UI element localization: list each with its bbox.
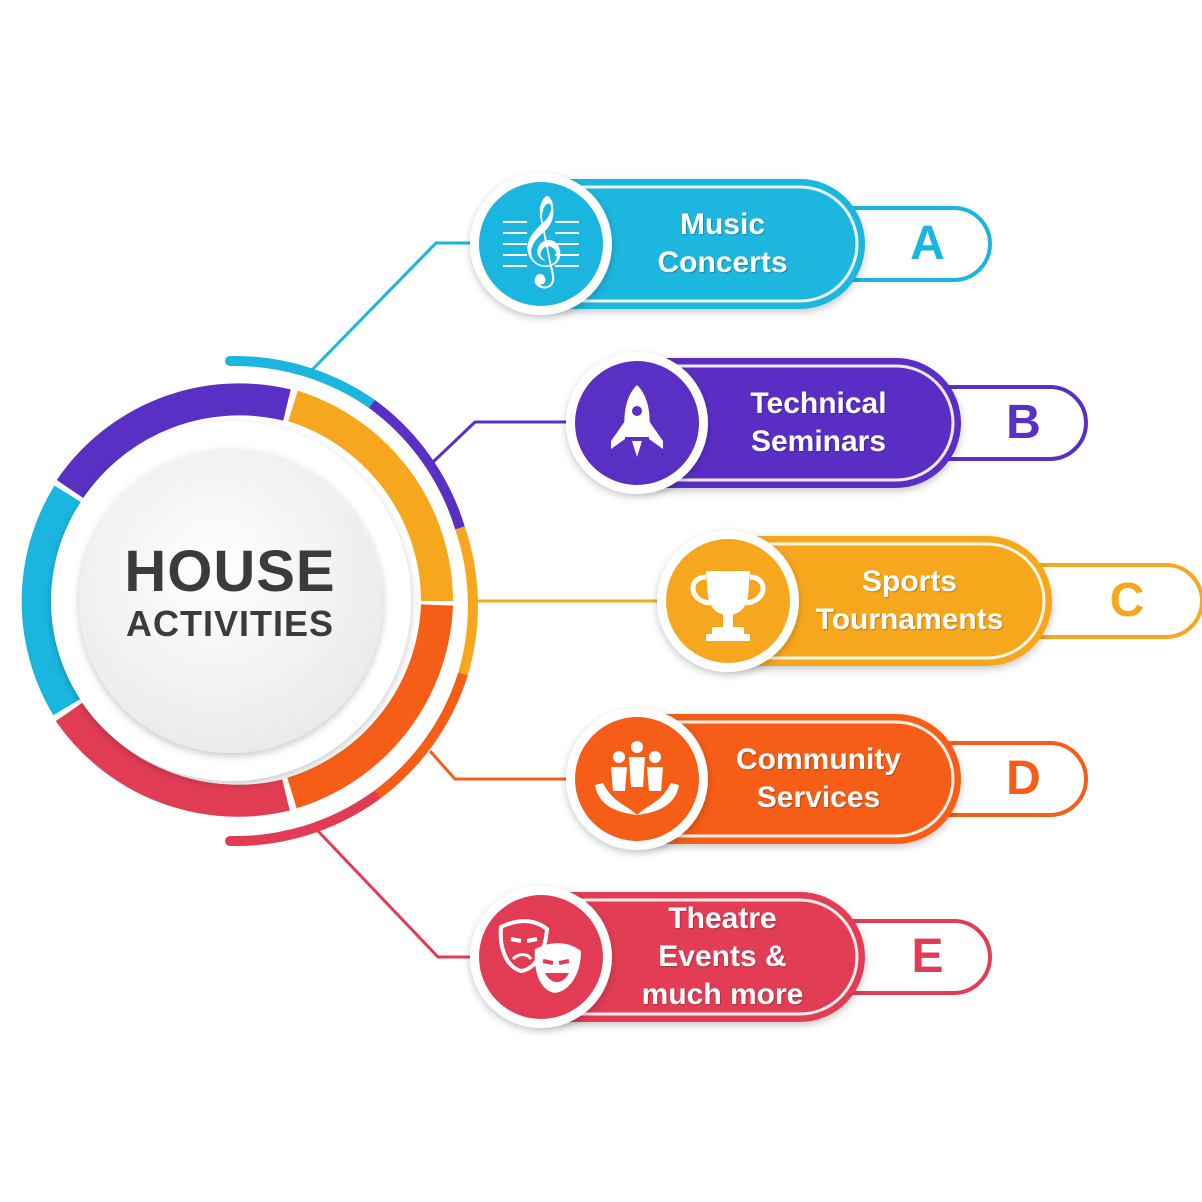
activity-label-d: Community Services (736, 743, 901, 814)
hub (21, 355, 478, 847)
bar-outline-d (637, 720, 955, 838)
hub-arc-red (225, 792, 379, 847)
letter-tab-a (823, 206, 992, 282)
letter-tab-b (919, 385, 1088, 461)
letter-tab-e (823, 919, 992, 995)
connector-e (316, 829, 478, 959)
activity-label-b: Technical Seminars (750, 387, 887, 458)
connector-b (430, 420, 574, 465)
hub-ring-red (55, 702, 290, 817)
activity-item-c (657, 530, 1202, 672)
theatre-masks-icon (498, 919, 581, 993)
connector-d (428, 750, 574, 781)
bar-body-c (728, 536, 1052, 666)
bar-body-d (637, 714, 961, 844)
hub-arc-cyan (225, 355, 377, 409)
hub-arc-orange (371, 672, 468, 802)
hub-label: HOUSE ACTIVITIES (70, 540, 390, 644)
hub-subtitle: ACTIVITIES (125, 603, 335, 644)
hub-inner-circle (79, 449, 383, 753)
hub-arc-yellow (455, 526, 478, 676)
activity-letter-d: D (1006, 752, 1041, 805)
activity-letter-c: C (1109, 574, 1145, 627)
activity-item-b (566, 352, 1088, 494)
activity-label-e: Theatre Events & much more (641, 902, 804, 1011)
hub-ring-orange (287, 604, 453, 809)
connector-a (308, 241, 478, 374)
bar-outline-b (637, 364, 955, 482)
activity-letter-e: E (911, 930, 944, 983)
community-hands-icon (595, 741, 679, 815)
letter-tab-d (919, 741, 1088, 817)
activity-letter-b: B (1006, 396, 1041, 449)
svg-text:𝄞: 𝄞 (518, 195, 564, 289)
hub-ring-purple (56, 383, 291, 499)
hub-ring-cyan (21, 485, 82, 716)
activity-item-e (470, 886, 992, 1028)
hub-ring-yellow (288, 390, 453, 602)
trophy-icon (690, 571, 766, 641)
activity-label-c: Sports Tournaments (815, 565, 1004, 636)
hub-title: HOUSE (124, 539, 336, 604)
bar-body-e (541, 892, 865, 1022)
activity-items: 𝄞 (470, 173, 1202, 1028)
bar-outline-c (728, 542, 1046, 660)
rocket-icon (611, 385, 663, 457)
bar-body-b (637, 358, 961, 488)
activity-letter-a: A (910, 217, 945, 270)
activity-item-d (566, 708, 1088, 850)
treble-clef-icon: 𝄞 (503, 195, 579, 289)
activity-label-a: Music Concerts (657, 208, 788, 279)
icon-disc-a (479, 182, 603, 306)
bar-body-a (541, 179, 865, 309)
activity-item-a: 𝄞 (470, 173, 992, 315)
connector-lines (308, 241, 664, 959)
bar-outline-a (541, 185, 859, 303)
hub-arc-purple (369, 399, 465, 530)
bar-outline-e (541, 898, 859, 1016)
